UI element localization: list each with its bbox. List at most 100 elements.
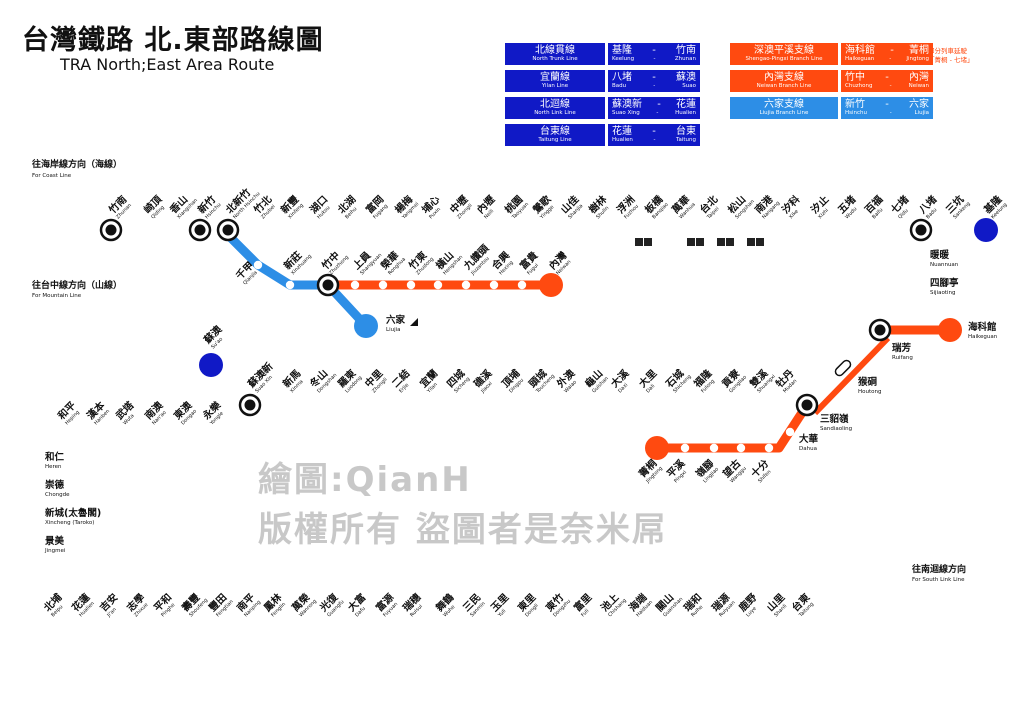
station-yl-erjie[interactable] (389, 400, 399, 410)
station-yl-fulong[interactable] (691, 400, 701, 410)
station-tt-fengtian[interactable] (220, 567, 230, 577)
station-wudu[interactable] (835, 225, 845, 235)
station-tt-luye[interactable] (750, 567, 760, 577)
station-yl-guishan[interactable] (582, 400, 592, 410)
station-lingjiao[interactable] (709, 443, 719, 453)
station-tt-ji-an[interactable] (111, 567, 121, 577)
station-tt-taitung[interactable] (803, 567, 813, 577)
station-nl-dongao[interactable] (171, 431, 181, 441)
station-yl-jiaoxi[interactable] (471, 400, 481, 410)
station-tt-wanrong[interactable] (303, 567, 313, 577)
station-liujia[interactable] (354, 314, 378, 338)
station-tt-fenglin[interactable] (275, 567, 285, 577)
station-tt-sanmin[interactable] (474, 567, 484, 577)
station-tt-zhixue[interactable] (138, 567, 148, 577)
station-yingge[interactable] (530, 225, 540, 235)
station-beihu[interactable] (335, 225, 345, 235)
station-ev-3[interactable] (27, 541, 37, 551)
station-neiwan[interactable] (539, 273, 563, 297)
station-baifu[interactable] (862, 225, 872, 235)
station-nl-heping[interactable] (55, 431, 65, 441)
station-neili[interactable] (474, 225, 484, 235)
station-tt-nanping[interactable] (248, 567, 258, 577)
station-fuzhou[interactable] (614, 225, 624, 235)
station-zhudong[interactable] (406, 280, 416, 290)
station-houtong[interactable] (834, 359, 852, 377)
station-yl-waiao[interactable] (554, 400, 564, 410)
station-sijiaoting[interactable] (916, 280, 926, 290)
station-tt-dongli[interactable] (529, 567, 539, 577)
station-ronghua[interactable] (378, 280, 388, 290)
station-yl-dongshan[interactable] (307, 400, 317, 410)
station-yl-shicheng[interactable] (663, 400, 673, 410)
station-tt-ruihe[interactable] (695, 567, 705, 577)
station-tt-fuli[interactable] (585, 567, 595, 577)
station-qianjia[interactable] (253, 260, 263, 270)
station-hexing[interactable] (489, 280, 499, 290)
station-nl-nan-ao[interactable] (142, 431, 152, 441)
station-tt-yuli[interactable] (502, 567, 512, 577)
station-nl-yongle[interactable] (200, 431, 210, 441)
station-puxin[interactable] (419, 225, 429, 235)
station-ev-1[interactable] (27, 485, 37, 495)
station-suao[interactable] (199, 353, 223, 377)
station-tt-wuhe[interactable] (446, 568, 458, 576)
station-fugui[interactable] (517, 280, 527, 290)
station-tt-fuyuan[interactable] (387, 567, 397, 577)
station-zhubei[interactable] (251, 225, 261, 235)
station-shangyuan[interactable] (350, 280, 360, 290)
station-tt-hualien[interactable] (83, 567, 93, 577)
station-taoyuan[interactable] (502, 225, 512, 235)
station-yl-zhongli[interactable] (362, 400, 372, 410)
station-tt-guangfu[interactable] (331, 567, 341, 577)
station-yl-mudan[interactable] (773, 400, 783, 410)
station-yl-shuangxi[interactable] (747, 400, 757, 410)
station-tt-dafu[interactable] (359, 567, 369, 577)
station-tt-dongzhu[interactable] (557, 567, 567, 577)
station-jingtong[interactable] (645, 436, 669, 460)
station-xinzhuang[interactable] (285, 280, 295, 290)
station-nl-wuta[interactable] (113, 431, 123, 441)
station-jiuzantou[interactable] (461, 280, 471, 290)
station-ev-2[interactable] (27, 513, 37, 523)
station-zhongli[interactable] (447, 225, 457, 235)
station-nuannuan[interactable] (916, 253, 926, 263)
station-xike[interactable] (779, 225, 789, 235)
station-hengshan[interactable] (433, 280, 443, 290)
station-banqiao[interactable] (642, 225, 652, 235)
station-tt-haiduan[interactable] (640, 567, 650, 577)
station-sankeng[interactable] (943, 225, 953, 235)
station-shanjia[interactable] (558, 225, 568, 235)
station-taipei[interactable] (697, 225, 707, 235)
station-haikeguan[interactable] (938, 318, 962, 342)
station-wanhua[interactable] (669, 225, 679, 235)
station-yl-xinma[interactable] (280, 400, 290, 410)
station-xiangshan[interactable] (167, 225, 177, 235)
station-yl-dingpu[interactable] (499, 400, 509, 410)
station-tt-guanshan[interactable] (667, 567, 677, 577)
station-tt-shoufeng[interactable] (193, 567, 203, 577)
station-yangmei[interactable] (392, 225, 402, 235)
station-yl-yilan[interactable] (417, 400, 427, 410)
station-tt-beipu[interactable] (55, 567, 65, 577)
station-yl-gongliao[interactable] (719, 400, 729, 410)
station-dahua[interactable] (785, 427, 795, 437)
station-wanggu[interactable] (736, 443, 746, 453)
station-songshan[interactable] (725, 225, 735, 235)
station-shulin[interactable] (586, 225, 596, 235)
station-yl-sicheng[interactable] (444, 400, 454, 410)
station-yl-dali[interactable] (636, 400, 646, 410)
station-yl-daxi[interactable] (608, 400, 618, 410)
station-hukou[interactable] (307, 225, 317, 235)
station-nl-hanben[interactable] (84, 431, 94, 441)
station-yl-toucheng[interactable] (526, 400, 536, 410)
station-qidu[interactable] (888, 225, 898, 235)
station-xizhi[interactable] (808, 225, 818, 235)
station-pingxi[interactable] (680, 443, 690, 453)
station-xinfeng[interactable] (278, 225, 288, 235)
station-tt-shanli[interactable] (778, 567, 788, 577)
station-yl-luodong[interactable] (335, 400, 345, 410)
station-shifen[interactable] (764, 443, 774, 453)
station-tt-ruiyuan[interactable] (723, 567, 733, 577)
station-qiding[interactable] (141, 225, 151, 235)
